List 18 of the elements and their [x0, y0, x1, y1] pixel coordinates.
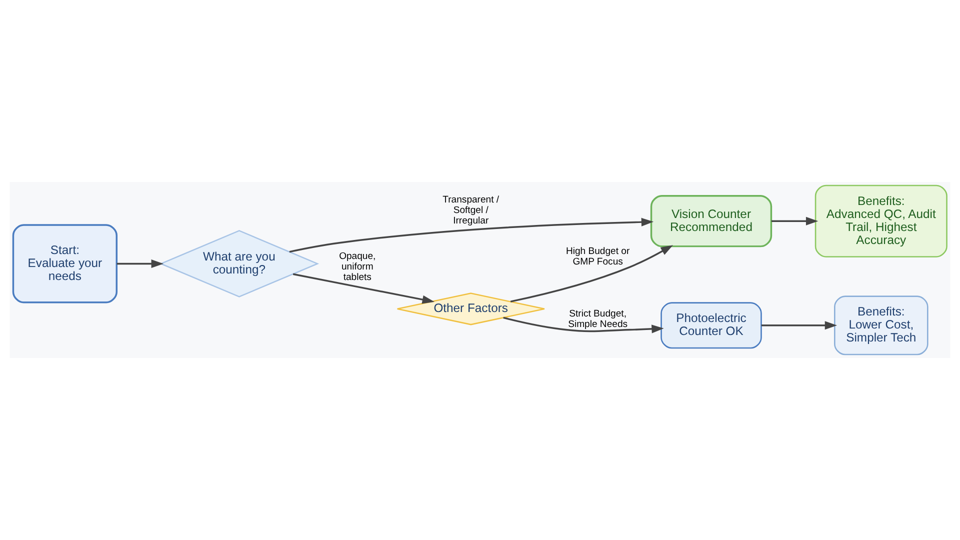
node-box: Start: Evaluate your needs: [12, 224, 118, 304]
arrow: [510, 245, 673, 302]
arrow: [503, 316, 664, 334]
arrow: [116, 259, 164, 268]
arrow: [761, 321, 838, 330]
node-box: Benefits: Lower Cost, Simpler Tech: [834, 296, 928, 356]
edge-label: High Budget or GMP Focus: [566, 246, 630, 268]
node-diamond: What are you counting?: [159, 230, 320, 298]
arrow: [289, 218, 654, 253]
edge-label: Strict Budget, Simple Needs: [568, 308, 628, 330]
node-box: Vision Counter Recommended: [650, 195, 772, 248]
arrow: [771, 216, 818, 226]
node-diamond: Other Factors: [396, 292, 546, 326]
node-box: Photoelectric Counter OK: [660, 302, 762, 349]
node-box: Benefits: Advanced QC, Audit Trail, Highest Accuracy: [814, 184, 948, 258]
arrow: [292, 273, 435, 304]
edge-label: Opaque, uniform tablets: [339, 251, 376, 284]
edge-label: Transparent / Softgel / Irregular: [442, 194, 500, 227]
